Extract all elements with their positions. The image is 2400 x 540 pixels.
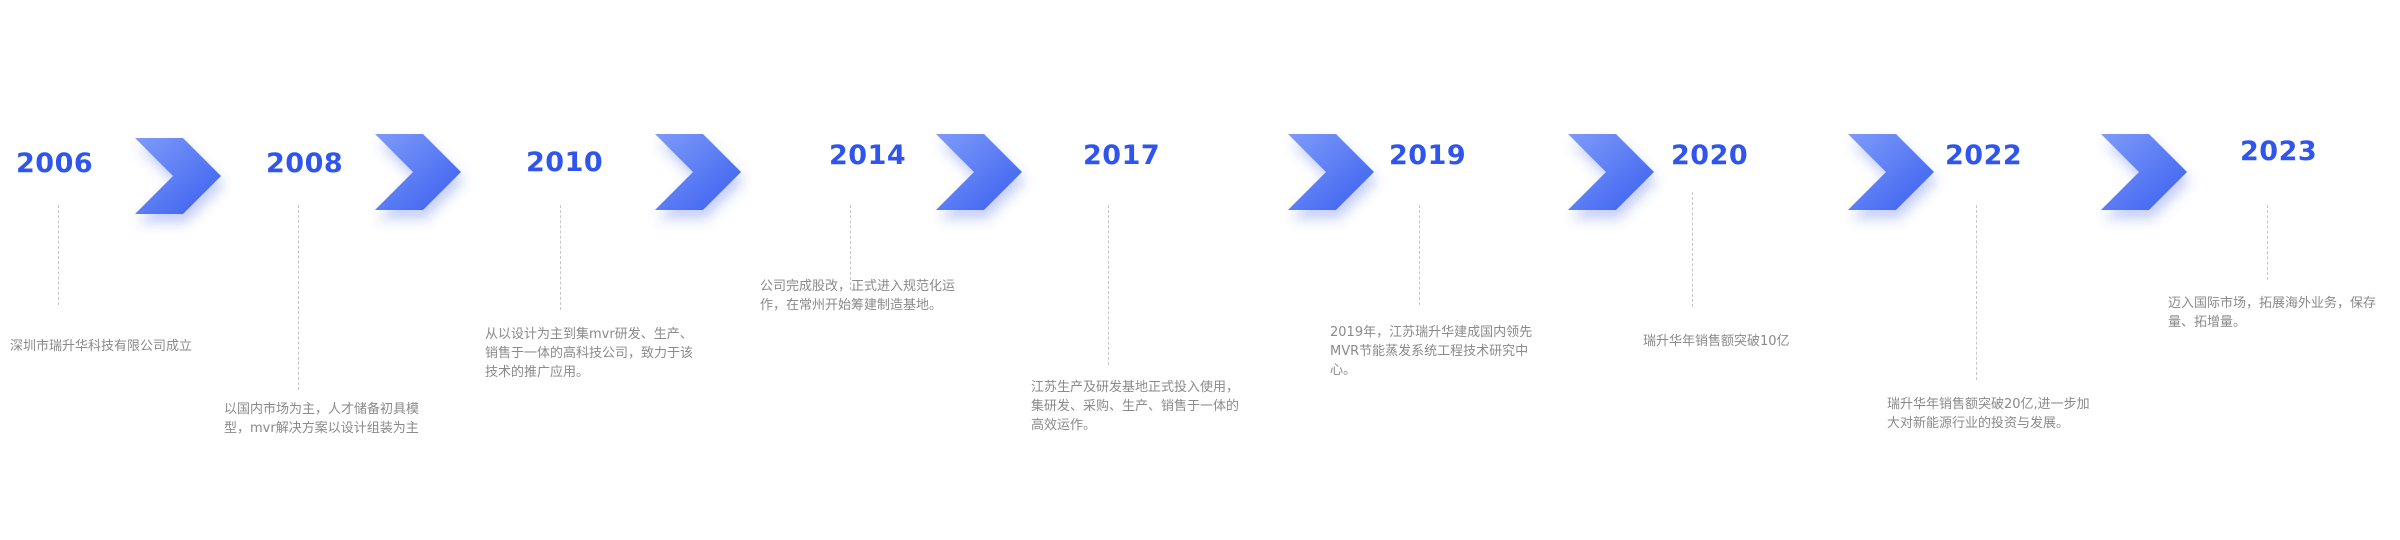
milestone-desc-2010: 从以设计为主到集mvr研发、生产、 销售于一体的高科技公司，致力于该 技术的推广… [485,327,694,380]
milestone-year-2019: 2019 [1389,140,1467,171]
milestone-year-2010: 2010 [526,147,604,178]
milestone-desc-2008: 以国内市场为主，人才储备初具模 型，mvr解决方案以设计组装为主 [224,402,420,436]
milestone-year-2023: 2023 [2240,136,2318,167]
milestone-desc-2022: 瑞升华年销售额突破20亿,进一步加 大对新能源行业的投资与发展。 [1887,397,2090,431]
chevron-right-icon [1286,130,1384,215]
chevron-right-icon [1846,130,1944,215]
milestone-year-2008: 2008 [266,148,344,179]
chevron-right-icon [2099,130,2197,215]
milestone-year-2006: 2006 [16,148,94,179]
milestone-desc-2017: 江苏生产及研发基地正式投入使用， 集研发、采购、生产、销售于一体的 高效运作。 [1031,380,1240,433]
connector-line [560,205,561,310]
connector-line [1692,192,1693,307]
milestone-year-2022: 2022 [1945,140,2023,171]
milestone-desc-2014: 公司完成股改，正式进入规范化运 作，在常州开始筹建制造基地。 [760,279,956,313]
connector-line [2267,205,2268,280]
milestone-year-2020: 2020 [1671,140,1749,171]
connector-line [298,205,299,390]
connector-line [58,205,59,305]
connector-line [850,205,851,290]
connector-line [1108,205,1109,365]
milestone-desc-2019: 2019年，江苏瑞升华建成国内领先 MVR节能蒸发系统工程技术研究中 心。 [1330,325,1533,378]
milestone-desc-2020: 瑞升华年销售额突破10亿 [1643,334,1790,349]
milestone-year-2017: 2017 [1083,140,1161,171]
chevron-right-icon [653,130,751,215]
chevron-right-icon [373,130,471,215]
milestone-year-2014: 2014 [829,140,907,171]
connector-line [1419,205,1420,305]
milestone-desc-2023: 迈入国际市场，拓展海外业务，保存 量、拓增量。 [2168,296,2377,330]
chevron-right-icon [1566,130,1664,215]
milestone-desc-2006: 深圳市瑞升华科技有限公司成立 [10,339,193,354]
chevron-right-icon [934,130,1032,215]
connector-line [1976,205,1977,380]
chevron-right-icon [133,134,231,219]
